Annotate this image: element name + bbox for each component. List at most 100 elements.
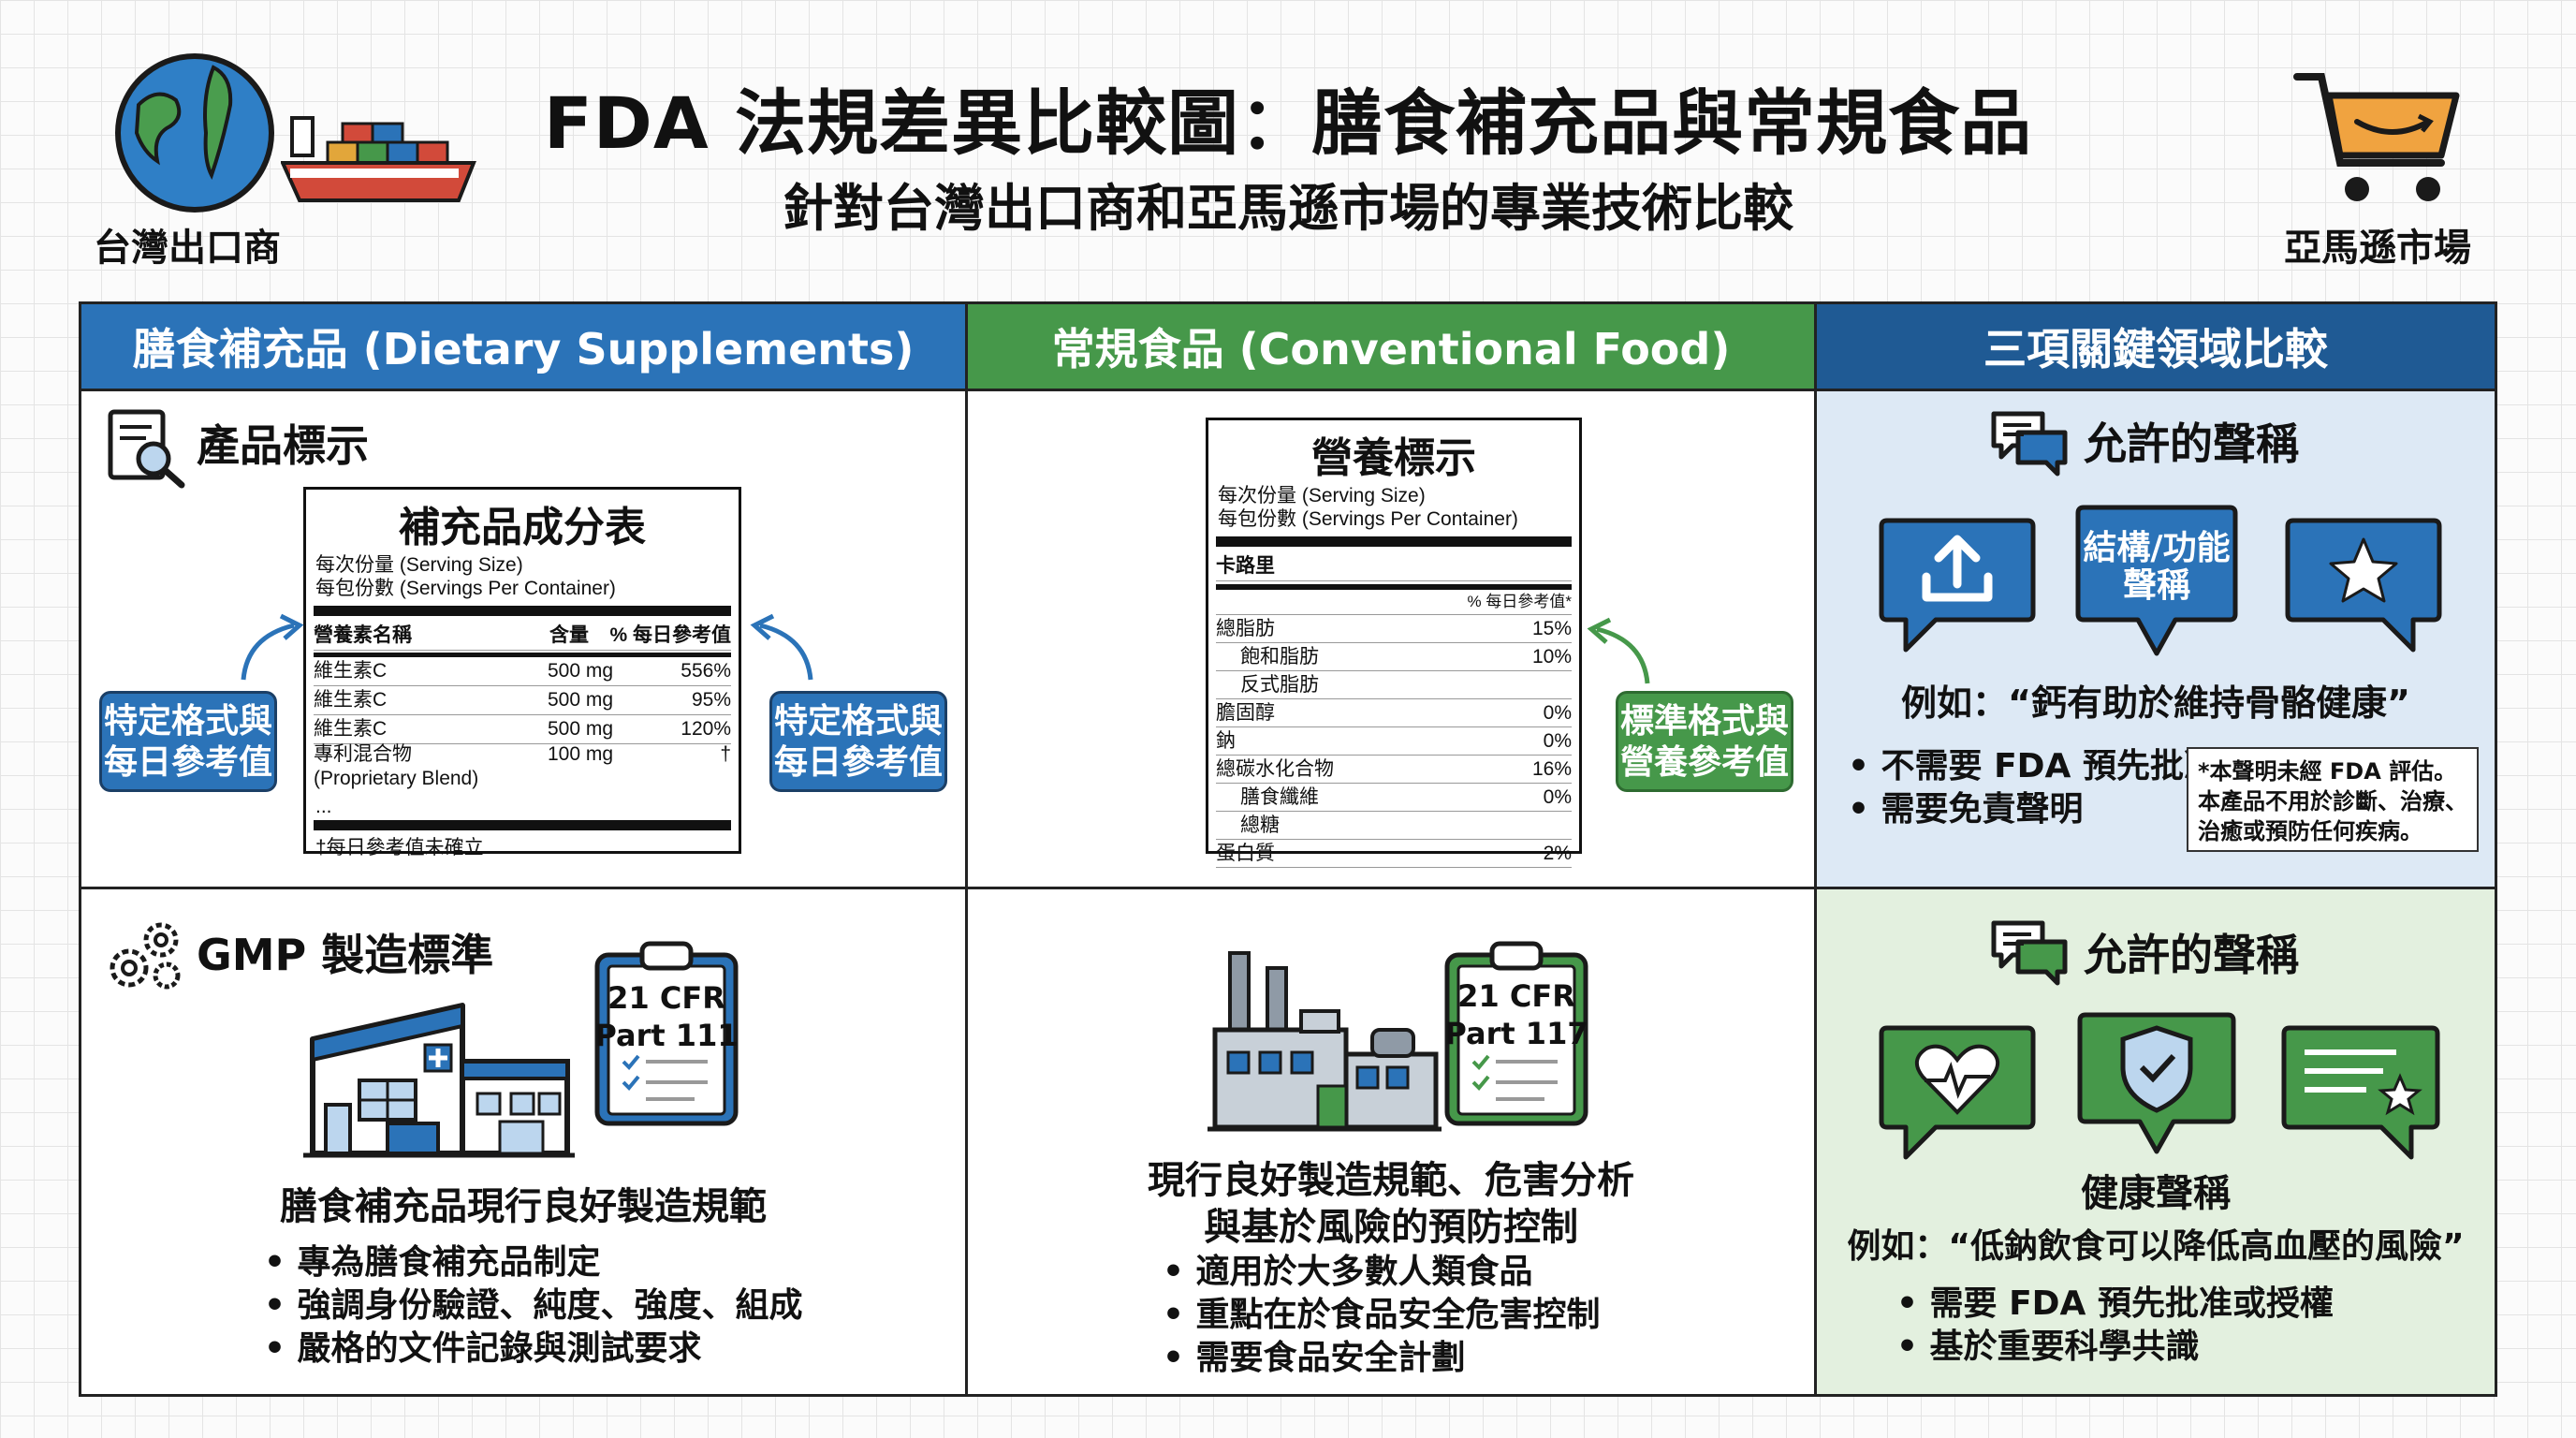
nutrient-dv: 2% <box>1543 843 1572 864</box>
supplement-facts-header-row: 營養素名稱 含量 % 每日參考值 <box>314 622 731 651</box>
speech-bubbles-icon <box>1991 920 2068 986</box>
nutrition-facts-label: 營養標示 每次份量 (Serving Size) 每包份數 (Servings … <box>1206 418 1582 868</box>
label-footnote: †每日參考值未確立 <box>315 837 484 858</box>
nutrient-amount: 500 mg <box>548 718 614 740</box>
health-claims-example: 例如：“低鈉飲食可以降低高血壓的風險” <box>1847 1227 2465 1266</box>
nutrition-row: 總糖 <box>1216 812 1572 840</box>
clipboard-icon <box>1444 941 1588 1126</box>
nutrition-row: 蛋白質 2% <box>1216 840 1572 868</box>
servings-per-container: 每包份數 (Servings Per Container) <box>315 578 616 599</box>
page-subtitle: 針對台灣出口商和亞馬遜市場的專業技術比較 <box>783 179 1793 238</box>
nutrient-name: 鈉 <box>1216 730 1236 752</box>
nutrient-dv: 15% <box>1531 618 1572 639</box>
column-header-supplements: 膳食補充品 (Dietary Supplements) <box>81 304 965 389</box>
arrow-icon <box>1587 617 1650 684</box>
gmp-bullet-text: 重點在於食品安全危害控制 <box>1195 1296 1601 1334</box>
cfr-part-111: 21 CFR Part 111 <box>594 980 739 1053</box>
blend-name-en: (Proprietary Blend) <box>314 768 479 789</box>
document-search-icon <box>108 409 185 489</box>
cfr-part-117: 21 CFR Part 117 <box>1444 978 1588 1051</box>
claims-bullet: • 需要免責聲明 <box>1848 790 2084 829</box>
nutrient-dv: 120% <box>681 718 731 740</box>
exporter-label: 台灣出口商 <box>94 227 281 270</box>
gmp-bullet: • 專為膳食補充品制定 <box>264 1243 601 1282</box>
nutrient-name: 膽固醇 <box>1216 702 1275 724</box>
speech-bubbles-icon <box>1991 411 2068 477</box>
labeling-section-title: 產品標示 <box>197 420 369 471</box>
column-divider <box>965 301 968 1397</box>
nutrient-dv: 95% <box>691 689 731 711</box>
star-icon <box>2285 518 2442 653</box>
shield-check-icon <box>2077 1012 2236 1154</box>
gmp-food-caption: 現行良好製造規範、危害分析 <box>1148 1159 1634 1202</box>
claims-bullet-text: 需要 FDA 預先批准或授權 <box>1929 1284 2334 1323</box>
nutrient-amount: 500 mg <box>548 660 614 682</box>
gmp-bullet: • 強調身份驗證、純度、強度、組成 <box>264 1286 803 1325</box>
nutrient-dv: 16% <box>1531 758 1572 780</box>
nutrition-row: 總脂肪 15% <box>1216 615 1572 643</box>
nutrient-dv: 10% <box>1531 646 1572 668</box>
claims-bullet-text: 基於重要科學共識 <box>1929 1328 2200 1366</box>
gears-icon <box>110 922 181 990</box>
nutrient-name-header: 營養素名稱 <box>314 624 412 646</box>
claims-title: 允許的聲稱 <box>2084 930 2299 980</box>
supplement-row: 維生素C 500 mg 120% <box>314 715 731 744</box>
shopping-cart-icon <box>2293 73 2460 201</box>
column-header-conventional-food: 常規食品 (Conventional Food) <box>968 304 1814 389</box>
arrow-icon <box>241 613 304 681</box>
standard-format-tag: 標準格式與 營養參考值 <box>1616 691 1793 792</box>
calories-row: 卡路里 <box>1216 552 1572 581</box>
gmp-food-caption: 與基於風險的預防控制 <box>1204 1206 1578 1249</box>
gmp-bullet-text: 嚴格的文件記錄與測試要求 <box>297 1329 702 1368</box>
building-icon <box>303 1003 575 1158</box>
clipboard-icon <box>594 941 739 1126</box>
nutrient-name: 總碳水化合物 <box>1216 758 1334 780</box>
supplement-facts-title: 補充品成分表 <box>399 505 646 550</box>
row-divider <box>79 887 2497 889</box>
blend-amount: 100 mg <box>548 743 614 765</box>
structure-function-label: 結構/功能 聲稱 <box>2083 529 2231 605</box>
health-claims-label: 健康聲稱 <box>2081 1172 2231 1215</box>
column-header-comparison: 三項關鍵領域比較 <box>1817 304 2495 389</box>
supplement-facts-label: 補充品成分表 每次份量 (Serving Size) 每包份數 (Serving… <box>303 487 741 858</box>
supplement-row: 維生素C 500 mg 556% <box>314 657 731 686</box>
daily-value-header: % 每日參考值 <box>609 624 731 646</box>
serving-size: 每次份量 (Serving Size) <box>315 554 523 576</box>
nutrient-dv: 0% <box>1543 730 1572 752</box>
gmp-section-title: GMP 製造標準 <box>197 930 494 980</box>
nutrient-name: 蛋白質 <box>1216 843 1275 864</box>
calories-label: 卡路里 <box>1216 555 1275 577</box>
claims-bullet: • 需要 FDA 預先批准或授權 <box>1896 1284 2334 1323</box>
gmp-supplement-caption: 膳食補充品現行良好製造規範 <box>280 1185 767 1228</box>
cargo-ship-icon <box>281 116 476 202</box>
claims-example: 例如：“鈣有助於維持骨骼健康” <box>1901 682 2410 724</box>
claims-title: 允許的聲稱 <box>2084 418 2299 469</box>
claims-bullet-text: 不需要 FDA 預先批准 <box>1881 747 2217 785</box>
gmp-bullet: • 嚴格的文件記錄與測試要求 <box>264 1329 702 1368</box>
nutrient-dv: 0% <box>1543 786 1572 808</box>
row-divider <box>79 389 2497 391</box>
page-title: FDA 法規差異比較圖：膳食補充品與常規食品 <box>543 81 2033 165</box>
nutrient-name: 總糖 <box>1240 814 1280 836</box>
nutrition-row: 膳食纖維 0% <box>1216 784 1572 812</box>
daily-value-header: % 每日參考值* <box>1467 593 1572 610</box>
amazon-label: 亞馬遜市場 <box>2284 227 2471 270</box>
claims-bullet: • 基於重要科學共識 <box>1896 1328 2200 1366</box>
nutrient-name: 反式脂肪 <box>1240 674 1319 696</box>
blend-dv: † <box>720 743 731 765</box>
servings-per-container: 每包份數 (Servings Per Container) <box>1218 508 1518 530</box>
nutrient-name: 膳食纖維 <box>1240 786 1319 808</box>
heart-pulse-icon <box>1879 1025 2036 1160</box>
nutrient-name: 總脂肪 <box>1216 618 1275 639</box>
document-star-icon <box>2281 1025 2440 1160</box>
supplement-row: 維生素C 500 mg 95% <box>314 686 731 715</box>
nutrition-row: 鈉 0% <box>1216 727 1572 756</box>
disclaimer-box: *本聲明未經 FDA 評估。 本產品不用於診斷、治療、 治癒或預防任何疾病。 <box>2187 747 2479 852</box>
blend-name: 專利混合物 <box>314 743 412 765</box>
gmp-bullet: • 需要食品安全計劃 <box>1163 1339 1466 1377</box>
nutrient-amount: 500 mg <box>548 689 614 711</box>
nutrient-name: 維生素C <box>314 660 388 682</box>
column-divider <box>1814 301 1817 1397</box>
